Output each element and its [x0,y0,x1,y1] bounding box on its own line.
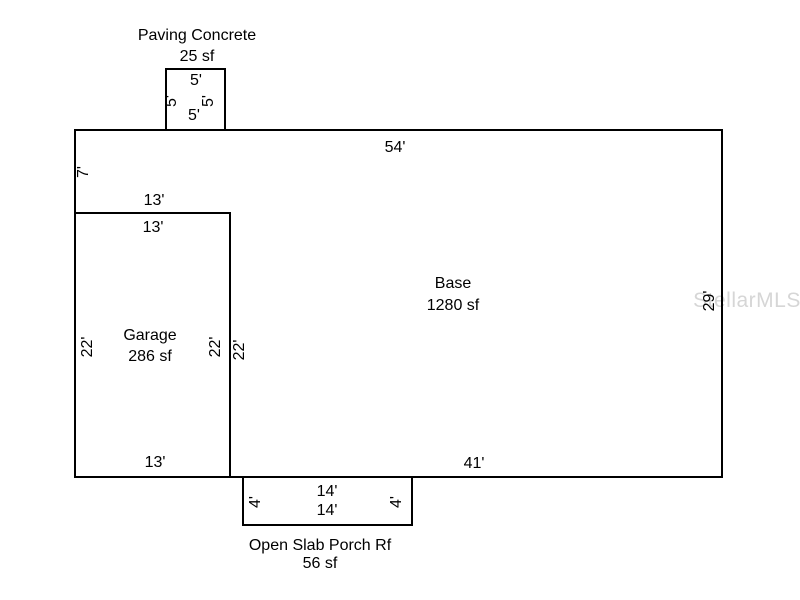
base-title-label: Base [434,275,472,293]
porch-bottom-dim: 14' [316,502,338,520]
garage-outline [74,212,231,478]
base-bottom-dim: 41' [463,455,485,473]
paving-concrete-outline [165,68,226,131]
base-inner-wall-dim: 22' [231,339,249,361]
garage-title-label: Garage [123,327,177,345]
porch-left-dim: 4' [247,496,265,508]
stellar-mls-watermark: StellarMLS [693,289,800,312]
garage-bottom-dim: 13' [144,454,166,472]
porch-outline [242,476,413,526]
garage-left-dim: 22' [79,336,97,358]
base-top-dim: 54' [384,139,406,157]
paving-bottom-dim: 5' [188,107,200,125]
base-area-label: 1280 sf [426,297,480,315]
paving-left-dim: 5' [163,95,181,107]
garage-top-dim: 13' [142,219,164,237]
porch-area-label: 56 sf [302,555,338,573]
base-right-dim: 29' [701,290,719,312]
garage-area-label: 286 sf [128,348,172,366]
paving-top-dim: 5' [190,72,202,90]
paving-right-dim: 5' [200,95,218,107]
paving-title-label: Paving Concrete [137,27,257,45]
porch-right-dim: 4' [388,496,406,508]
base-left-upper-dim: 7' [75,166,93,178]
paving-area-label: 25 sf [179,48,215,66]
porch-title-label: Open Slab Porch Rf [248,537,392,555]
porch-top-dim: 14' [316,483,338,501]
base-left-step-dim: 13' [143,192,165,210]
garage-right-dim: 22' [207,336,225,358]
